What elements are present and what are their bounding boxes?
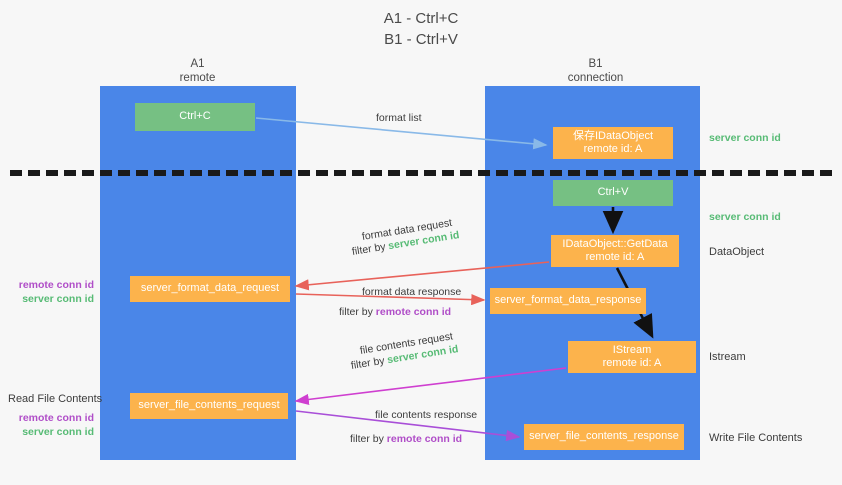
edge-filter-format-data-response: filter by remote conn id xyxy=(339,305,451,319)
annotation-server-conn-id-1: server conn id xyxy=(22,293,94,305)
filter-key-remote-conn-id: remote conn id xyxy=(386,433,463,445)
annotation-remote-conn-id-1: remote conn id xyxy=(18,279,94,291)
node-server-file-contents-response-label: server_file_contents_response xyxy=(529,430,679,443)
column-a1-role: remote xyxy=(179,72,216,84)
node-server-format-data-response-label: server_format_data_response xyxy=(494,294,642,307)
node-getdata-line1: IDataObject::GetData xyxy=(562,237,668,250)
annotation-istream: Istream xyxy=(709,351,746,363)
node-ctrl-v-label: Ctrl+V xyxy=(597,186,629,199)
node-server-format-data-response[interactable]: server_format_data_response xyxy=(490,288,646,314)
phase-divider xyxy=(10,170,832,176)
annotation-conn-ids-upper: remote conn id server conn id xyxy=(8,278,94,306)
node-getdata-line2: remote id: A xyxy=(585,251,645,263)
column-header-b1: B1 connection xyxy=(528,57,663,85)
annotation-conn-ids-lower: remote conn id server conn id xyxy=(8,411,94,439)
column-a1-name: A1 xyxy=(190,58,205,70)
node-save-idataobject-line1: 保存IDataObject xyxy=(572,129,654,142)
annotation-remote-conn-id-2: remote conn id xyxy=(18,412,94,424)
annotation-write-file-contents: Write File Contents xyxy=(709,432,803,444)
node-ctrl-c-label: Ctrl+C xyxy=(179,110,211,123)
node-server-format-data-request[interactable]: server_format_data_request xyxy=(130,276,290,302)
node-server-file-contents-response[interactable]: server_file_contents_response xyxy=(524,424,684,450)
title-line-2: B1 - Ctrl+V xyxy=(384,31,458,48)
column-b1-role: connection xyxy=(567,72,624,84)
node-istream[interactable]: IStream remote id: A xyxy=(568,341,696,373)
edge-label-format-list: format list xyxy=(376,112,422,124)
edge-label-format-data-response: format data response xyxy=(362,286,462,298)
filter-prefix: filter by xyxy=(350,354,389,372)
edge-filter-file-contents-response: filter by remote conn id xyxy=(350,432,462,446)
node-server-format-data-request-label: server_format_data_request xyxy=(140,282,280,295)
edge-label-file-contents-response: file contents response xyxy=(375,409,478,421)
node-ctrl-c[interactable]: Ctrl+C xyxy=(135,103,255,131)
node-ctrl-v[interactable]: Ctrl+V xyxy=(553,180,673,206)
filter-prefix: filter by xyxy=(350,433,387,445)
filter-prefix: filter by xyxy=(351,240,390,258)
node-idataobject-getdata[interactable]: IDataObject::GetData remote id: A xyxy=(551,235,679,267)
annotation-server-conn-id-top: server conn id xyxy=(709,132,781,144)
node-server-file-contents-request-label: server_file_contents_request xyxy=(138,399,280,412)
title-line-1: A1 - Ctrl+C xyxy=(383,10,459,27)
filter-prefix: filter by xyxy=(339,306,376,318)
node-save-idataobject-line2: remote id: A xyxy=(583,143,643,155)
column-header-a1: A1 remote xyxy=(130,57,265,85)
annotation-server-conn-id-2: server conn id xyxy=(22,426,94,438)
annotation-dataobject: DataObject xyxy=(709,246,765,258)
node-server-file-contents-request[interactable]: server_file_contents_request xyxy=(130,393,288,419)
node-istream-line1: IStream xyxy=(612,343,652,356)
annotation-read-file-contents: Read File Contents xyxy=(8,393,103,405)
page-title: A1 - Ctrl+C B1 - Ctrl+V xyxy=(0,8,842,50)
node-save-idataobject[interactable]: 保存IDataObject remote id: A xyxy=(553,127,673,159)
annotation-server-conn-id-middle: server conn id xyxy=(709,211,781,223)
node-istream-line2: remote id: A xyxy=(602,357,662,369)
filter-key-remote-conn-id: remote conn id xyxy=(375,306,452,318)
column-b1-name: B1 xyxy=(588,58,603,70)
